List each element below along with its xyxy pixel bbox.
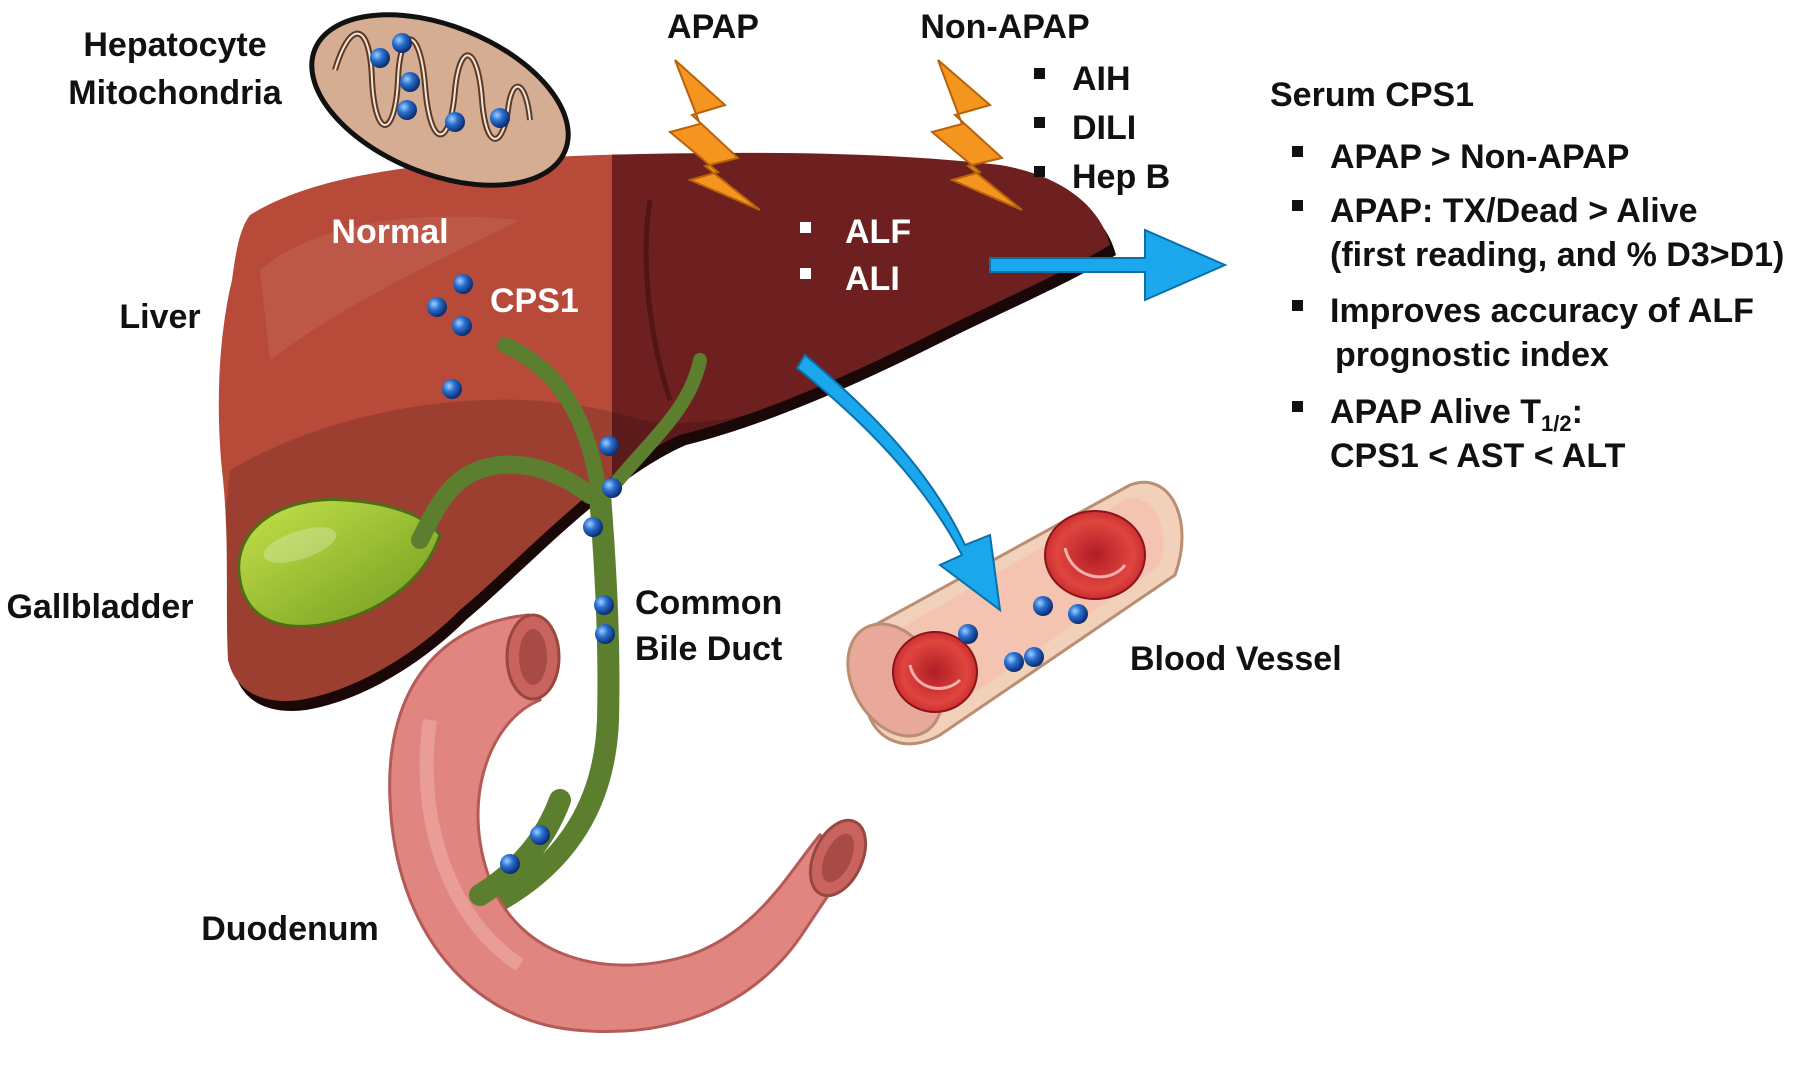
cps1-dot — [392, 33, 412, 53]
normal-label: Normal — [331, 213, 448, 251]
cps1-dot — [442, 379, 462, 399]
duodenum — [388, 613, 868, 1033]
serum-item-4-subscript: 1/2 — [1541, 411, 1572, 436]
non-apap-causes-list: AIH DILI Hep B — [1034, 60, 1170, 196]
common-bile-duct-label-line1: Common — [635, 584, 782, 622]
cps1-dot — [958, 624, 978, 644]
non-apap-label: Non-APAP — [920, 8, 1089, 46]
duodenum-label: Duodenum — [201, 910, 379, 948]
cps1-dot — [595, 624, 615, 644]
serum-item-2-line1: APAP: TX/Dead > Alive — [1330, 192, 1698, 230]
serum-item-2-line2: (first reading, and % D3>D1) — [1330, 236, 1784, 274]
cps1-dot — [397, 100, 417, 120]
cause-hep-b: Hep B — [1072, 158, 1170, 196]
serum-item-4-line1: APAP Alive T1/2: — [1330, 393, 1583, 436]
cps1-dot — [594, 595, 614, 615]
blood-vessel — [846, 480, 1184, 746]
injury-ali: ALI — [845, 260, 900, 298]
bile-duct-system — [411, 337, 707, 911]
cps1-dot — [1033, 596, 1053, 616]
cps1-dot — [599, 436, 619, 456]
cps1-dot — [1024, 647, 1044, 667]
cps1-dot — [427, 297, 447, 317]
cps1-dot — [583, 517, 603, 537]
cps1-dot — [400, 72, 420, 92]
cps1-dot — [370, 48, 390, 68]
liver-label: Liver — [119, 298, 200, 336]
common-bile-duct-label-line2: Bile Duct — [635, 630, 782, 668]
injury-types-list: ALF ALI — [800, 213, 911, 298]
serum-item-3-line1: Improves accuracy of ALF — [1330, 292, 1754, 330]
cause-aih: AIH — [1072, 60, 1131, 98]
cps1-dot — [490, 108, 510, 128]
liver-highlight — [260, 216, 520, 360]
arrow-to-blood-vessel — [795, 353, 1002, 613]
red-blood-cell — [1044, 510, 1146, 600]
serum-item-4-prefix: APAP Alive T — [1330, 393, 1541, 431]
serum-item-1: APAP > Non-APAP — [1330, 138, 1629, 176]
mitochondria-label-line2: Mitochondria — [68, 74, 283, 112]
apap-label: APAP — [667, 8, 759, 46]
cause-dili: DILI — [1072, 109, 1136, 147]
cps1-dot — [452, 316, 472, 336]
cps1-dot — [500, 854, 520, 874]
right-hepatic-duct — [497, 337, 608, 508]
cystic-duct — [411, 455, 599, 549]
serum-panel-title: Serum CPS1 — [1270, 76, 1474, 114]
serum-cps1-panel: Serum CPS1 APAP > Non-APAP APAP: TX/Dead… — [1270, 76, 1784, 475]
cps1-dots — [370, 33, 1088, 874]
cps1-label: CPS1 — [490, 282, 579, 320]
serum-item-4-suffix: : — [1572, 393, 1583, 431]
non-apap-bolt-icon — [929, 59, 1023, 211]
red-blood-cell — [892, 631, 978, 713]
arrow-to-serum — [989, 228, 1228, 302]
injury-alf: ALF — [845, 213, 911, 251]
apap-bolt-icon — [667, 59, 761, 211]
gallbladder-label: Gallbladder — [6, 588, 193, 626]
left-hepatic-duct — [603, 353, 707, 497]
serum-item-4-line2: CPS1 < AST < ALT — [1330, 437, 1626, 475]
bile-duct-to-duodenum — [469, 789, 571, 906]
cps1-dot — [530, 825, 550, 845]
liver-fissure — [643, 199, 673, 401]
serum-item-3-line2: prognostic index — [1335, 336, 1609, 374]
cps1-dot — [602, 478, 622, 498]
cps1-dot — [453, 274, 473, 294]
mitochondria-label-line1: Hepatocyte — [83, 26, 266, 64]
cps1-dot — [445, 112, 465, 132]
common-bile-duct — [489, 484, 620, 911]
blood-vessel-label: Blood Vessel — [1130, 640, 1342, 678]
cps1-dot — [1068, 604, 1088, 624]
cps1-dot — [1004, 652, 1024, 672]
gallbladder — [237, 498, 442, 628]
